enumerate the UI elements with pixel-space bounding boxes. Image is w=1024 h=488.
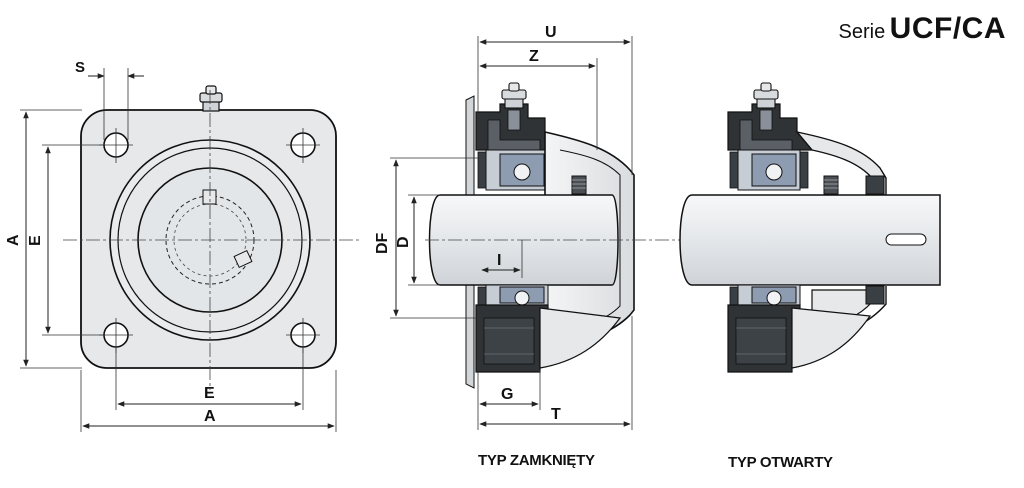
front-view: S A E E A [5, 59, 360, 432]
dim-label-i: I [497, 252, 501, 269]
housing-lower-cone [539, 307, 622, 369]
dim-label-g: G [501, 386, 513, 403]
series-prefix: Serie [838, 21, 886, 43]
bearing-ball-upper [513, 163, 531, 181]
open-type-view [679, 82, 941, 373]
open-bearing-ball-lower [766, 290, 782, 306]
open-seal-upper [865, 175, 885, 195]
closed-type-view: U Z DF D I G T [374, 24, 940, 430]
dim-label-u: U [545, 24, 557, 41]
shaft-keyway [885, 233, 927, 246]
set-screw-side [233, 249, 253, 269]
dim-label-s: S [75, 59, 85, 76]
dim-label-t: T [551, 406, 561, 423]
dim-label-e-vertical: E [27, 235, 44, 246]
open-seal-lower [865, 285, 885, 305]
bearing-ball-lower [514, 290, 530, 306]
dim-label-df: DF [374, 232, 391, 254]
dim-label-a-vertical: A [5, 234, 22, 246]
series-title: Serie UCF/CA [839, 12, 1006, 46]
series-name: UCF/CA [889, 12, 1006, 45]
set-screw-top [202, 189, 217, 205]
set-screw-open [823, 175, 839, 195]
set-screw-closed [571, 175, 587, 195]
grease-nipple-open [753, 82, 779, 131]
dim-label-z: Z [529, 48, 539, 65]
dim-label-a-horizontal: A [204, 408, 216, 425]
dim-label-d: D [395, 236, 412, 248]
shaft-open [679, 194, 941, 286]
open-bearing-ball-upper [765, 163, 783, 181]
dim-label-e-horizontal: E [204, 385, 215, 402]
grease-nipple-closed [501, 82, 527, 131]
caption-open-type: TYP OTWARTY [728, 454, 833, 471]
grease-nipple-front [199, 85, 223, 112]
caption-closed-type: TYP ZAMKNIĘTY [478, 452, 595, 469]
